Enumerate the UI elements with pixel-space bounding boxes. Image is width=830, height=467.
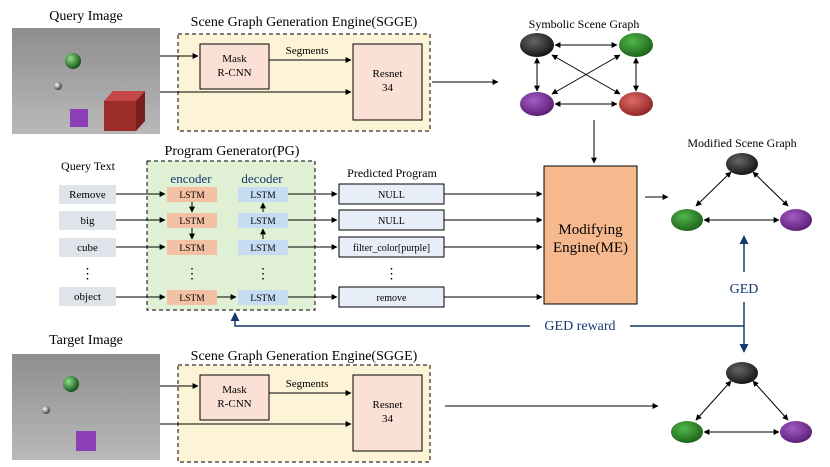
encoder-label: encoder bbox=[170, 171, 212, 186]
decoder-label: decoder bbox=[241, 171, 283, 186]
metal-sphere bbox=[42, 406, 50, 414]
decoder-lstm: LSTM bbox=[238, 187, 288, 202]
query-token: cube bbox=[59, 238, 116, 257]
encoder-lstm: LSTM bbox=[167, 290, 217, 305]
query-text-title: Query Text bbox=[61, 159, 116, 173]
svg-text:object: object bbox=[74, 291, 101, 303]
svg-text:remove: remove bbox=[377, 293, 408, 304]
segments-bottom-label: Segments bbox=[286, 378, 329, 390]
query-token: object bbox=[59, 287, 116, 306]
red-cube bbox=[104, 91, 145, 131]
green-sphere bbox=[65, 53, 81, 69]
decoder-lstm: LSTM bbox=[238, 240, 288, 255]
mask-rcnn-bottom-label: Mask bbox=[222, 384, 247, 396]
svg-text:LSTM: LSTM bbox=[179, 244, 205, 254]
mask-rcnn-top-box bbox=[199, 43, 270, 90]
resnet-top-label: Resnet bbox=[373, 68, 403, 80]
modified-scene-graph bbox=[671, 153, 812, 231]
modifying-engine-box bbox=[543, 165, 638, 305]
program-step: NULL bbox=[338, 183, 445, 205]
target-image-title: Target Image bbox=[49, 333, 123, 348]
svg-text:cube: cube bbox=[77, 242, 98, 254]
node-green bbox=[671, 421, 703, 443]
svg-text:LSTM: LSTM bbox=[250, 191, 276, 201]
svg-text:Remove: Remove bbox=[69, 189, 106, 201]
svg-text:NULL: NULL bbox=[378, 190, 405, 201]
mask-rcnn-bottom-label2: R-CNN bbox=[217, 398, 251, 410]
node-purple bbox=[780, 421, 812, 443]
node-purple bbox=[520, 92, 554, 116]
target-image bbox=[12, 354, 160, 460]
node-black bbox=[520, 33, 554, 57]
svg-text:LSTM: LSTM bbox=[179, 191, 205, 201]
pg-title: Program Generator(PG) bbox=[165, 144, 300, 159]
symbolic-graph-title: Symbolic Scene Graph bbox=[529, 17, 640, 31]
svg-text:filter_color[purple]: filter_color[purple] bbox=[353, 243, 430, 254]
svg-text:NULL: NULL bbox=[378, 216, 405, 227]
svg-text:LSTM: LSTM bbox=[250, 294, 276, 304]
target-scene-graph bbox=[671, 362, 812, 443]
query-token: Remove bbox=[59, 185, 116, 204]
encoder-lstm: LSTM bbox=[167, 187, 217, 202]
purple-cube bbox=[76, 431, 96, 451]
ged-reward-label: GED reward bbox=[544, 319, 615, 334]
node-black bbox=[726, 362, 758, 384]
decoder-lstm: LSTM bbox=[238, 213, 288, 228]
modifying-engine-label: Modifying bbox=[558, 222, 623, 238]
mask-rcnn-bottom-box bbox=[199, 374, 270, 421]
program-step: remove bbox=[338, 286, 445, 308]
program-ellipsis: ⋮ bbox=[385, 267, 399, 282]
modifying-engine-label2: Engine(ME) bbox=[553, 240, 628, 256]
svg-text:LSTM: LSTM bbox=[250, 217, 276, 227]
program-step: filter_color[purple] bbox=[338, 236, 445, 258]
query-image-title: Query Image bbox=[49, 9, 122, 24]
segments-top-label: Segments bbox=[286, 45, 329, 57]
svg-text:big: big bbox=[80, 215, 95, 227]
decoder-ellipsis: ⋮ bbox=[256, 267, 270, 282]
ged-label: GED bbox=[730, 282, 759, 297]
resnet-bottom-box bbox=[352, 374, 423, 452]
resnet-top-label2: 34 bbox=[382, 82, 394, 94]
node-black bbox=[726, 153, 758, 175]
node-green bbox=[619, 33, 653, 57]
svg-text:LSTM: LSTM bbox=[179, 294, 205, 304]
program-step: NULL bbox=[338, 209, 445, 231]
svg-text:LSTM: LSTM bbox=[179, 217, 205, 227]
sgge-top-title: Scene Graph Generation Engine(SGGE) bbox=[191, 15, 418, 30]
decoder-lstm: LSTM bbox=[238, 290, 288, 305]
purple-cube bbox=[70, 109, 88, 127]
encoder-ellipsis: ⋮ bbox=[185, 267, 199, 282]
resnet-top-box bbox=[352, 43, 423, 121]
query-image bbox=[12, 28, 160, 134]
encoder-lstm: LSTM bbox=[167, 240, 217, 255]
svg-text:LSTM: LSTM bbox=[250, 244, 276, 254]
node-purple bbox=[780, 209, 812, 231]
symbolic-scene-graph bbox=[520, 33, 653, 116]
resnet-bottom-label2: 34 bbox=[382, 413, 394, 425]
modified-graph-title: Modified Scene Graph bbox=[687, 136, 796, 150]
pg-box bbox=[146, 160, 316, 311]
encoder-lstm: LSTM bbox=[167, 213, 217, 228]
mask-rcnn-top-label2: R-CNN bbox=[217, 67, 251, 79]
query-token: big bbox=[59, 211, 116, 230]
node-green bbox=[671, 209, 703, 231]
query-token-ellipsis: ⋮ bbox=[81, 267, 95, 282]
green-sphere bbox=[63, 376, 79, 392]
predicted-program-title: Predicted Program bbox=[347, 166, 437, 180]
metal-sphere bbox=[54, 82, 62, 90]
node-red bbox=[619, 92, 653, 116]
sgge-bottom-title: Scene Graph Generation Engine(SGGE) bbox=[191, 349, 418, 364]
mask-rcnn-top-label: Mask bbox=[222, 53, 247, 65]
resnet-bottom-label: Resnet bbox=[373, 399, 403, 411]
